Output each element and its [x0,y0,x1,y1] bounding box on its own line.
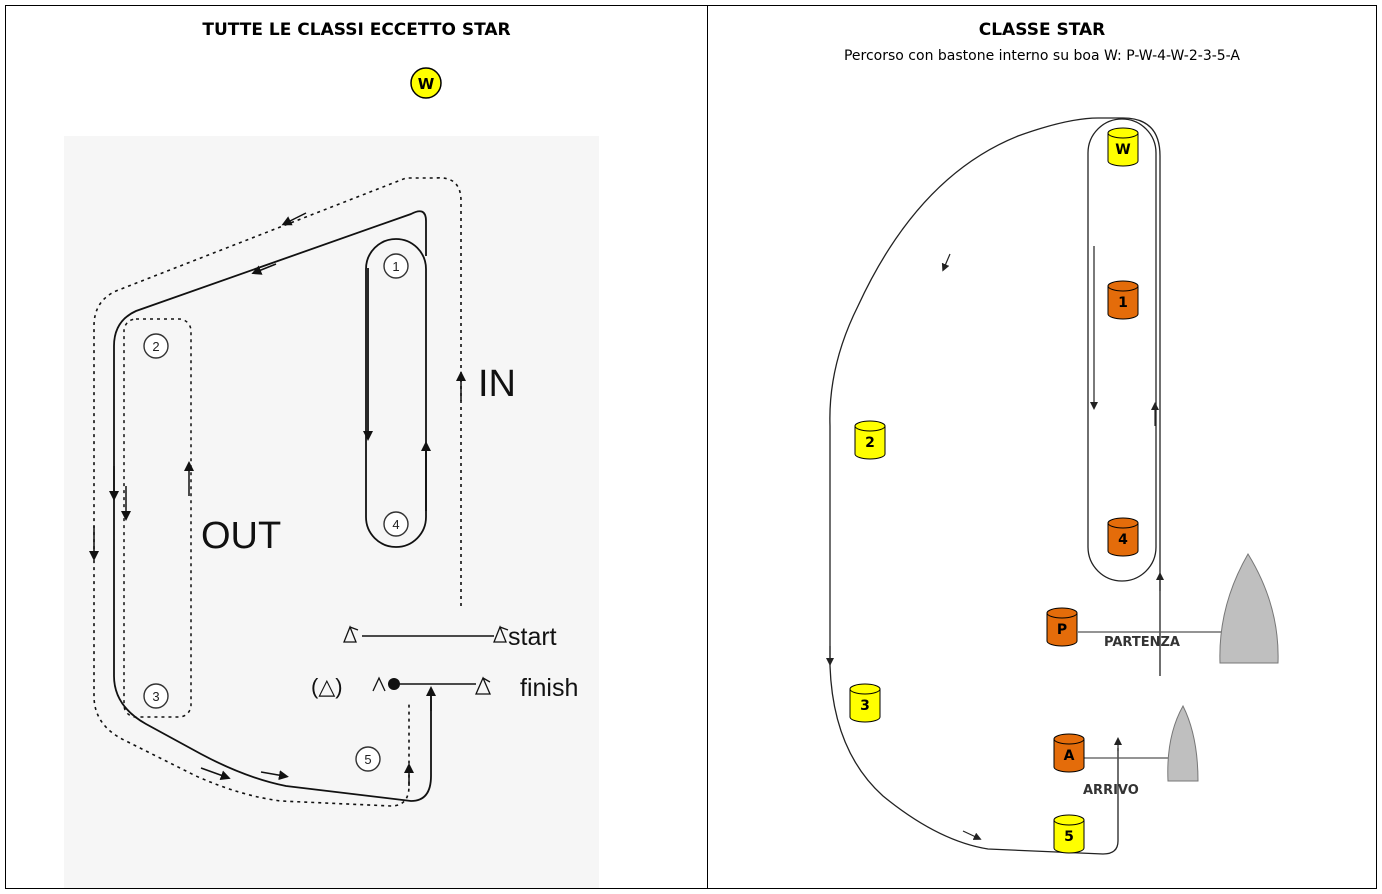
in-label: IN [478,363,516,405]
diagram-background [64,136,599,888]
table-frame [5,5,1377,889]
right-panel-title: CLASSE STAR [978,20,1106,40]
buoy-a-icon: A [1053,733,1085,773]
buoy-4-icon: 4 [1107,517,1139,557]
svg-text:2: 2 [865,435,875,451]
buoy-1-icon: 1 [1107,280,1139,320]
right-panel: CLASSE STAR Percorso con bastone interno… [708,6,1376,888]
left-course-diagram: W 1 2 3 [64,67,599,888]
svg-text:W: W [1115,142,1130,158]
svg-text:1: 1 [1118,295,1128,311]
committee-boat-finish-icon [1167,704,1199,782]
buoy-5-icon: 5 [1053,814,1085,854]
buoy-3-icon: 3 [849,683,881,723]
svg-text:3: 3 [860,698,870,714]
start-line [343,625,509,643]
start-label: start [508,623,557,651]
mark-4-icon: 4 [383,511,409,537]
right-course-diagram: W 1 2 4 P 3 A 5 PARTENZA [826,117,1279,855]
svg-text:P: P [1057,622,1067,638]
svg-text:4: 4 [1118,532,1128,548]
svg-text:4: 4 [392,517,399,532]
svg-text:W: W [418,75,435,93]
dashed-course-line [93,177,462,807]
svg-text:5: 5 [364,752,371,767]
svg-text:5: 5 [1064,829,1074,845]
solid-course-line [113,210,432,802]
out-dashed-loop [123,318,192,718]
finish-alt-marker: (△) [311,674,343,699]
arrivo-label: ARRIVO [1083,783,1139,798]
svg-text:2: 2 [152,339,159,354]
mark-2-icon: 2 [143,333,169,359]
finish-label: finish [520,674,578,702]
left-panel-title: TUTTE LE CLASSI ECCETTO STAR [202,20,511,40]
finish-line: (△) [311,674,491,699]
svg-text:1: 1 [392,259,399,274]
mark-1-icon: 1 [383,253,409,279]
partenza-label: PARTENZA [1104,635,1180,650]
svg-text:A: A [1064,748,1075,764]
course-description: Percorso con bastone interno su boa W: P… [843,48,1241,64]
buoy-p-icon: P [1046,607,1078,647]
in-oval [365,238,427,548]
committee-boat-start-icon [1219,553,1279,664]
buoy-w-icon: W [1107,127,1139,167]
left-panel: TUTTE LE CLASSI ECCETTO STAR W [6,6,707,888]
column-divider [707,5,708,889]
outer-course-line [829,117,1161,855]
svg-text:3: 3 [152,689,159,704]
mark-w-icon: W [410,67,442,99]
inner-loop [1087,118,1157,582]
out-label: OUT [201,515,281,557]
buoy-2-icon: 2 [854,420,886,460]
mark-5-icon: 5 [355,746,381,772]
mark-3-icon: 3 [143,683,169,709]
